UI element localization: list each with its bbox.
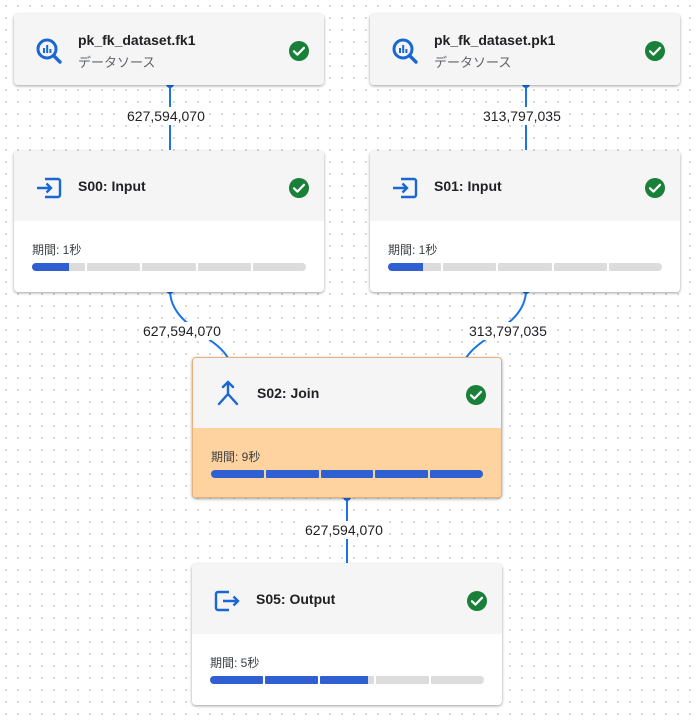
progress-segment	[320, 470, 374, 478]
progress-fill	[211, 470, 264, 478]
progress-fill	[32, 263, 70, 271]
progress-bar	[211, 470, 483, 478]
stage-duration: 期間: 1秒	[32, 243, 82, 257]
source-title: pk_fk_dataset.fk1	[78, 32, 196, 48]
check-circle-icon	[645, 178, 665, 198]
stage-duration: 期間: 9秒	[211, 450, 261, 464]
progress-segment	[553, 263, 607, 271]
progress-segment	[142, 263, 196, 271]
progress-fill	[320, 676, 369, 684]
edge-label: 313,797,035	[481, 107, 563, 125]
progress-segment	[320, 676, 374, 684]
progress-segment	[430, 676, 485, 684]
progress-segment	[443, 263, 497, 271]
progress-segment	[197, 263, 251, 271]
source-node-pk1[interactable]: pk_fk_dataset.pk1 データソース	[370, 14, 680, 85]
progress-segment	[375, 676, 429, 684]
progress-bar	[210, 676, 485, 684]
stage-node-s00[interactable]: S00: Input 期間: 1秒	[14, 151, 324, 292]
progress-segment	[32, 263, 86, 271]
source-subtitle: データソース	[434, 55, 512, 70]
source-title: pk_fk_dataset.pk1	[434, 32, 556, 48]
progress-segment	[608, 263, 663, 271]
stage-title: S02: Join	[257, 385, 320, 401]
edge-label: 627,594,070	[303, 521, 385, 539]
check-circle-icon	[645, 41, 665, 61]
progress-segment	[252, 263, 307, 271]
check-circle-icon	[466, 385, 486, 405]
progress-fill	[375, 470, 429, 478]
stage-node-s01[interactable]: S01: Input 期間: 1秒	[370, 151, 680, 292]
stage-node-s05[interactable]: S05: Output 期間: 5秒	[192, 564, 502, 705]
source-node-fk1[interactable]: pk_fk_dataset.fk1 データソース	[14, 14, 324, 85]
progress-segment	[210, 676, 264, 684]
edge-label: 313,797,035	[467, 322, 549, 340]
progress-fill	[320, 470, 374, 478]
stage-node-s02[interactable]: S02: Join 期間: 9秒	[192, 357, 502, 498]
progress-segment	[388, 263, 442, 271]
join-icon	[217, 380, 239, 406]
check-circle-icon	[289, 41, 309, 61]
progress-fill	[430, 470, 483, 478]
input-icon	[393, 177, 418, 199]
progress-fill	[265, 676, 319, 684]
progress-fill	[265, 470, 319, 478]
stage-title: S00: Input	[78, 178, 146, 194]
progress-segment	[211, 470, 264, 478]
output-icon	[214, 590, 240, 612]
edge-label: 627,594,070	[141, 322, 223, 340]
source-subtitle: データソース	[78, 55, 156, 70]
bigquery-icon	[36, 38, 62, 64]
bigquery-icon	[392, 38, 418, 64]
edge-label: 627,594,070	[125, 107, 207, 125]
progress-bar	[32, 263, 307, 271]
stage-duration: 期間: 5秒	[210, 656, 260, 670]
progress-fill	[388, 263, 423, 271]
progress-fill	[210, 676, 264, 684]
check-circle-icon	[289, 178, 309, 198]
progress-bar	[388, 263, 663, 271]
progress-segment	[265, 676, 319, 684]
progress-segment	[265, 470, 319, 478]
check-circle-icon	[467, 591, 487, 611]
progress-segment	[498, 263, 552, 271]
stage-duration: 期間: 1秒	[388, 243, 438, 257]
progress-segment	[375, 470, 429, 478]
stage-title: S05: Output	[256, 591, 336, 607]
stage-title: S01: Input	[434, 178, 502, 194]
progress-segment	[430, 470, 483, 478]
input-icon	[37, 177, 62, 199]
progress-segment	[87, 263, 141, 271]
